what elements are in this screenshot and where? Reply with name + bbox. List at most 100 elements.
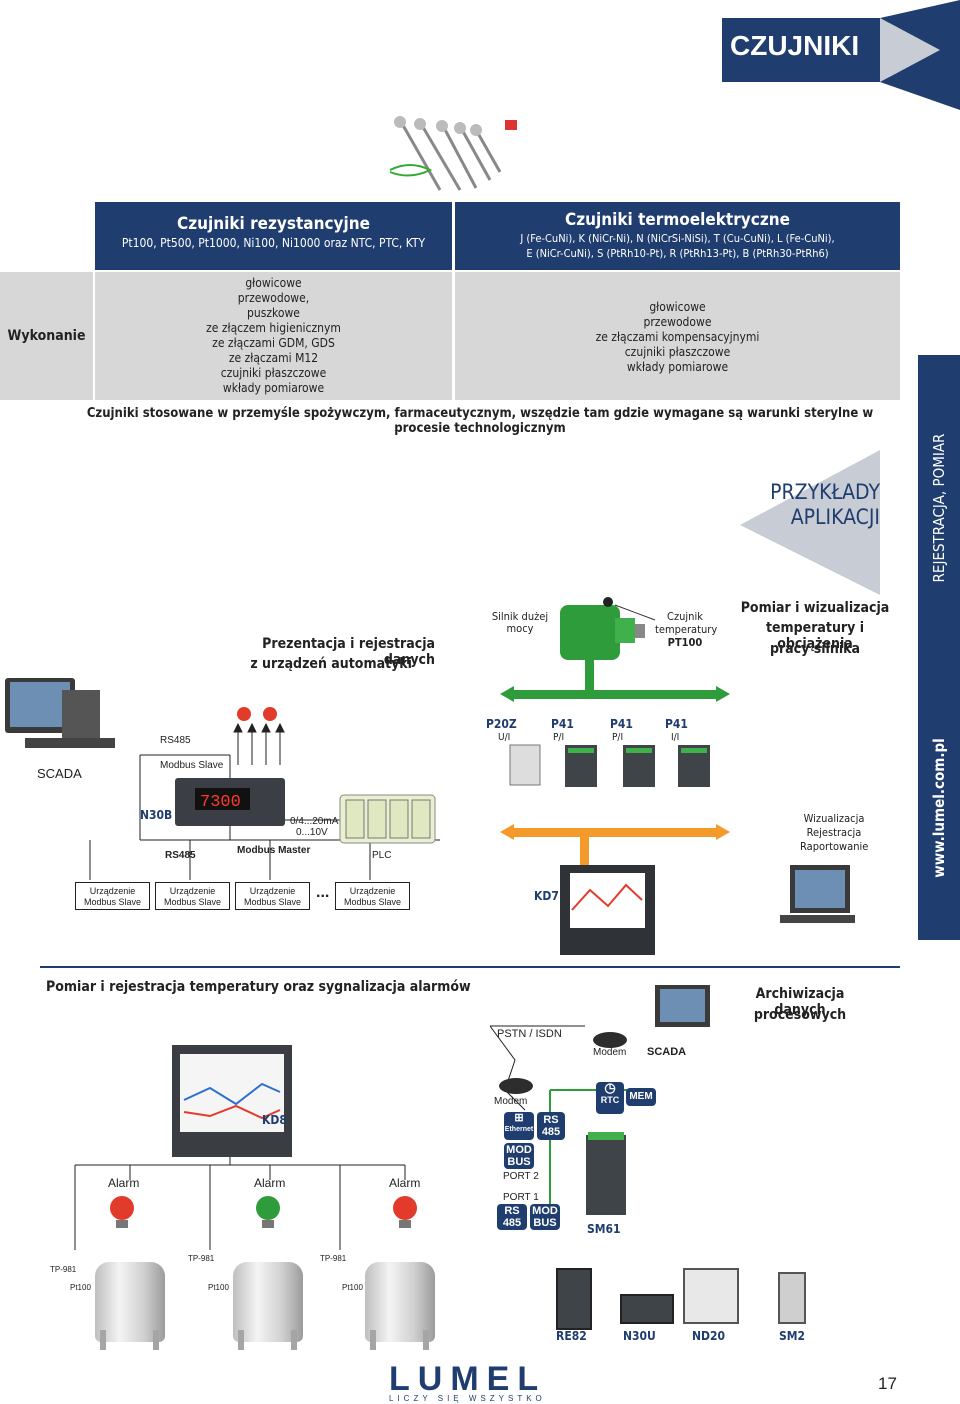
- tank: [365, 1262, 435, 1342]
- s2-sensor-1: Czujnik: [667, 610, 703, 623]
- thermo-line: wkłady pomiarowe: [626, 360, 729, 374]
- s2-module-sig: P/I: [553, 732, 565, 743]
- s4-ethernet-badge: ⊞ Ethernet: [504, 1112, 534, 1140]
- header-title-bg: [722, 18, 892, 82]
- n485-label: 485: [502, 1217, 522, 1229]
- s4-rtc-badge: ◷ RTC: [596, 1080, 624, 1114]
- device-line: Modbus Slave: [243, 897, 302, 907]
- device-sm2: [778, 1272, 806, 1324]
- s2-module-name: P20Z: [486, 717, 517, 731]
- footer-tagline: LICZY SIĘ WSZYSTKO: [389, 1394, 546, 1403]
- s2-motor-2: mocy: [506, 622, 534, 635]
- s4-modem: Modem: [593, 1047, 627, 1058]
- device-line: Urządzenie: [249, 886, 296, 896]
- s3-diagram: [74, 1045, 417, 1250]
- s2-title-2: temperatury i obciążenia: [765, 620, 865, 652]
- s3-pt: Pt100: [208, 1283, 229, 1292]
- n485-label: 485: [541, 1126, 561, 1138]
- s2-module-name: P41: [551, 717, 574, 731]
- thermo-title: Czujniki termoelektryczne: [564, 210, 790, 230]
- resistive-line: puszkowe: [247, 306, 300, 320]
- device-re82: [556, 1268, 592, 1330]
- s4-sm61: SM61: [587, 1222, 621, 1236]
- s3-tp: TP-981: [188, 1254, 215, 1263]
- tank: [233, 1262, 303, 1342]
- sensors-photo: [389, 116, 517, 191]
- apps-title-1: PRZYKŁADY: [770, 480, 880, 504]
- resistive-line: czujniki płaszczowe: [220, 366, 327, 380]
- resistive-line: wkłady pomiarowe: [222, 381, 325, 395]
- side-url: www.lumel.com.pl: [930, 738, 948, 878]
- s3-pt: Pt100: [70, 1283, 91, 1292]
- thermo-line: ze złączami kompensacyjnymi: [595, 330, 760, 344]
- thermo-line: czujniki płaszczowe: [624, 345, 731, 359]
- rs-label: RS: [543, 1114, 559, 1126]
- table-header-thermo: Czujniki termoelektryczne J (Fe-CuNi), K…: [455, 202, 900, 270]
- mod-label: MOD: [532, 1205, 558, 1217]
- s4-scada: SCADA: [647, 1046, 687, 1058]
- s1-rs485-bottom: RS485: [165, 850, 196, 861]
- s1-modbus-slave: Modbus Slave: [160, 760, 224, 771]
- tank-leg: [370, 1330, 376, 1350]
- s2-module-name: P41: [610, 717, 633, 731]
- clock-icon: ◷: [604, 1080, 616, 1095]
- s3-alarm: Alarm: [254, 1176, 286, 1190]
- s2-vis-1: Wizualizacja: [803, 812, 865, 825]
- s4-device-label: N30U: [623, 1329, 656, 1343]
- table-cell-thermo: głowicowe przewodowe ze złączami kompens…: [455, 272, 900, 400]
- s2-module-name: P41: [665, 717, 688, 731]
- s1-scada: SCADA: [37, 766, 82, 781]
- s4-pstn: PSTN / ISDN: [497, 1028, 562, 1040]
- table-header-resistive: Czujniki rezystancyjne Pt100, Pt500, Pt1…: [95, 202, 452, 270]
- s2-title-1: Pomiar i wizualizacja: [740, 600, 890, 616]
- bus-label: BUS: [507, 1156, 531, 1168]
- resistive-line: ze złączem higienicznym: [206, 321, 341, 335]
- network-icon: ⊞: [514, 1112, 524, 1124]
- table-row-label-cell: Wykonanie: [0, 272, 93, 400]
- s1-title-2: z urządzeń automatyki: [250, 656, 412, 672]
- s4-device-label: ND20: [692, 1329, 726, 1343]
- s3-title: Pomiar i rejestracja temperatury oraz sy…: [46, 979, 471, 995]
- thermo-subtitle-1: J (Fe-CuNi), K (NiCr-Ni), N (NiCrSi-NiSi…: [520, 232, 835, 245]
- apps-title-2: APLIKACJI: [790, 505, 880, 529]
- s2-module-sig: P/I: [612, 732, 624, 743]
- s3-tp: TP-981: [50, 1265, 77, 1274]
- device-line: Modbus Slave: [343, 897, 402, 907]
- s2-sensor-2: temperatury: [655, 623, 718, 636]
- device-line: Urządzenie: [169, 886, 216, 896]
- ethernet-label: Ethernet: [504, 1126, 534, 1133]
- s4-port1: PORT 1: [503, 1192, 539, 1203]
- s4-title-1: Archiwizacja danych: [755, 986, 845, 1018]
- resistive-line: ze złączami M12: [228, 351, 319, 365]
- s1-diagram: 7300: [5, 678, 440, 880]
- bus-label: BUS: [533, 1217, 557, 1229]
- mod-label: MOD: [506, 1144, 532, 1156]
- s1-title-1: Prezentacja i rejestracja danych: [262, 636, 435, 668]
- s4-mem-badge: MEM: [626, 1088, 656, 1106]
- tank: [95, 1262, 165, 1342]
- s2-kd7: KD7: [534, 889, 559, 903]
- tank-leg: [238, 1330, 244, 1350]
- tank-leg: [291, 1330, 297, 1350]
- s3-pt: Pt100: [342, 1283, 363, 1292]
- tank-leg: [423, 1330, 429, 1350]
- resistive-line: przewodowe,: [237, 291, 310, 305]
- rs-label: RS: [504, 1205, 520, 1217]
- page-title: CZUJNIKI: [730, 30, 860, 61]
- table-cell-resistive: głowicowe przewodowe, puszkowe ze złącze…: [95, 272, 452, 400]
- rtc-label: RTC: [600, 1095, 620, 1105]
- device-nd20: [683, 1268, 739, 1324]
- page-number: 17: [878, 1374, 897, 1393]
- thermo-line: głowicowe: [649, 300, 706, 314]
- tank-leg: [100, 1330, 106, 1350]
- s2-module-sig: I/I: [671, 732, 680, 743]
- s3-kd8: KD8: [262, 1113, 287, 1127]
- section-divider: [40, 966, 900, 968]
- side-tab: [918, 355, 960, 940]
- s4-modem: Modem: [494, 1096, 528, 1107]
